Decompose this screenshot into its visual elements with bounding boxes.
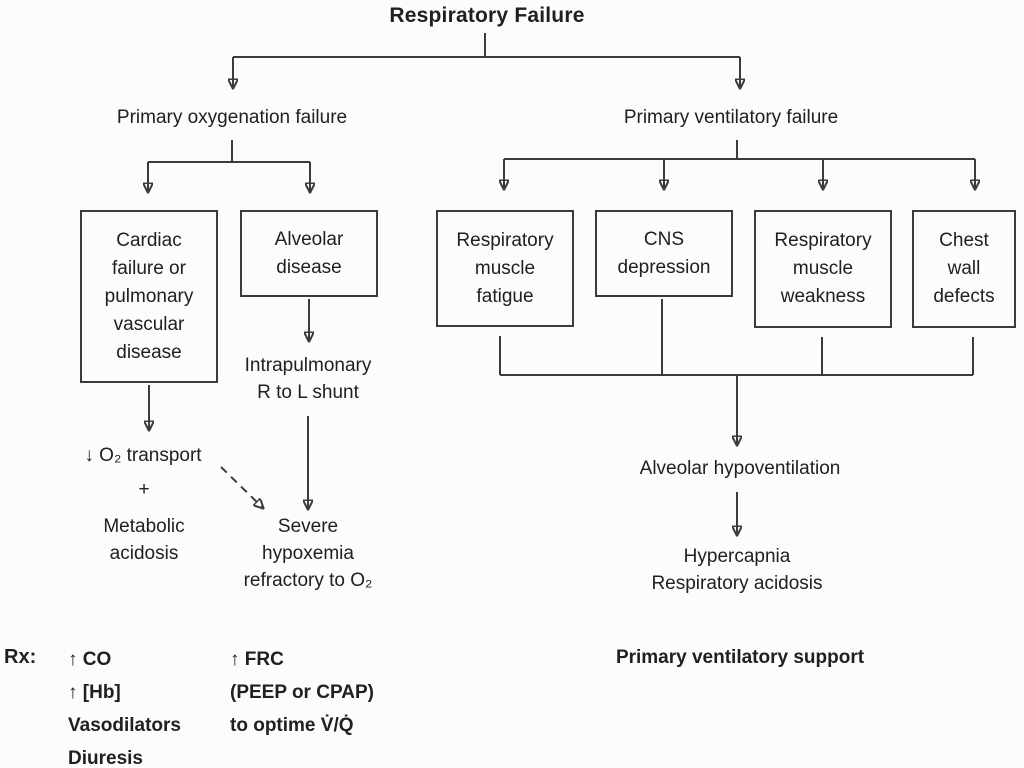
rx-label: Rx: [4,646,37,668]
rx-oxygenation-treatments: ↑ CO ↑ [Hb] Vasodilators Diuresis [68,649,181,768]
top-split-lines [233,33,740,88]
node-alveolar-hypoventilation: Alveolar hypoventilation [639,458,841,479]
node-hypercapnia-respiratory-acidosis: Hypercapnia Respiratory acidosis [651,546,823,594]
node-metabolic-acidosis: Metabolic acidosis [103,516,185,564]
left-branch-label: Primary oxygenation failure [116,107,348,128]
node-cardiac-failure-box: Cardiac failure or pulmonary vascular di… [80,210,218,383]
node-respiratory-muscle-weakness-box: Respiratory muscle weakness [754,210,892,328]
node-chest-wall-defects-box: Chest wall defects [912,210,1016,328]
rx-ventilatory-treatments: ↑ FRC (PEEP or CPAP) to optime V̇/Q̇ [230,649,374,736]
oxygenation-split-lines [148,140,310,192]
right-flow-lines [499,299,974,535]
node-severe-hypoxemia: Severe hypoxemia refractory to O₂ [243,516,373,591]
left-flow-lines [149,299,309,509]
ventilatory-split-lines [504,140,975,189]
node-primary-ventilatory-support: Primary ventilatory support [615,647,865,668]
node-cns-depression-box: CNS depression [595,210,733,297]
node-respiratory-muscle-fatigue-box: Respiratory muscle fatigue [436,210,574,327]
right-branch-label: Primary ventilatory failure [623,107,839,128]
node-alveolar-disease-box: Alveolar disease [240,210,378,297]
plus-sign: + [138,479,150,500]
diagram-title: Respiratory Failure [389,4,585,27]
node-intrapulmonary-shunt: Intrapulmonary R to L shunt [244,355,372,403]
node-o2-transport: ↓ O₂ transport [84,445,202,466]
